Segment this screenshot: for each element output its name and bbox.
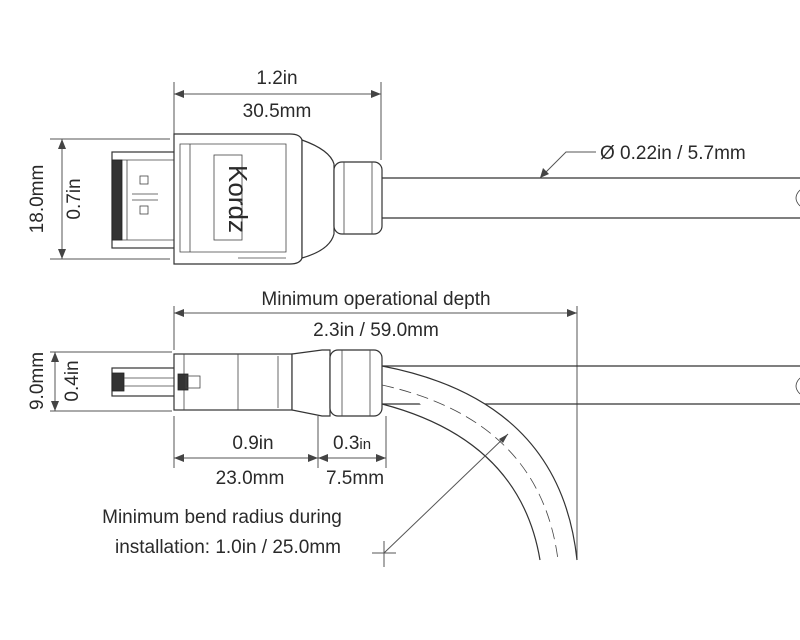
side-strain-relief bbox=[291, 349, 383, 417]
side-view: Minimum operational depth 2.3in / 59.0mm… bbox=[27, 289, 800, 567]
top-length-mm: 30.5mm bbox=[243, 101, 312, 122]
top-cable bbox=[382, 177, 800, 219]
cable-diameter-leader: Ø 0.22in / 5.7mm bbox=[539, 143, 746, 179]
strain-length-mm: 7.5mm bbox=[326, 468, 384, 489]
top-strain-relief bbox=[301, 139, 383, 259]
cable-diameter-label: Ø 0.22in / 5.7mm bbox=[600, 143, 746, 164]
top-height-mm: 18.0mm bbox=[27, 165, 48, 234]
bent-cable bbox=[381, 365, 578, 561]
strain-length-in: 0.3in bbox=[333, 433, 371, 454]
depth-dimension: Minimum operational depth 2.3in / 59.0mm bbox=[173, 289, 578, 560]
strain-length-in-value: 0.3 bbox=[333, 433, 359, 454]
top-view: 1.2in 30.5mm 18.0mm 0.7in bbox=[27, 68, 800, 265]
bend-radius-line2: installation: 1.0in / 25.0mm bbox=[115, 537, 341, 558]
top-length-in: 1.2in bbox=[256, 68, 297, 89]
top-plug-tip bbox=[111, 151, 179, 249]
bend-radius-leader: Minimum bend radius during installation:… bbox=[102, 433, 509, 567]
top-height-dimension: 18.0mm 0.7in bbox=[27, 138, 170, 260]
side-height-mm: 9.0mm bbox=[27, 352, 48, 410]
top-connector-body: Kordz bbox=[173, 133, 303, 265]
strain-length-in-unit: in bbox=[359, 436, 371, 453]
side-height-in: 0.4in bbox=[62, 360, 83, 401]
depth-value: 2.3in / 59.0mm bbox=[313, 320, 439, 341]
connector-length-mm: 23.0mm bbox=[216, 468, 285, 489]
side-height-dimension: 9.0mm 0.4in bbox=[27, 351, 172, 412]
connector-length-dimension: 0.9in 23.0mm 0.3in 7.5mm bbox=[173, 416, 387, 489]
side-plug-tip bbox=[111, 367, 179, 397]
connector-length-in: 0.9in bbox=[232, 433, 273, 454]
brand-logo: Kordz bbox=[223, 165, 253, 233]
side-connector-body bbox=[173, 353, 293, 411]
top-height-in: 0.7in bbox=[64, 178, 85, 219]
depth-title: Minimum operational depth bbox=[261, 289, 490, 310]
top-length-dimension: 1.2in 30.5mm bbox=[173, 68, 382, 160]
bend-radius-line1: Minimum bend radius during bbox=[102, 507, 342, 528]
